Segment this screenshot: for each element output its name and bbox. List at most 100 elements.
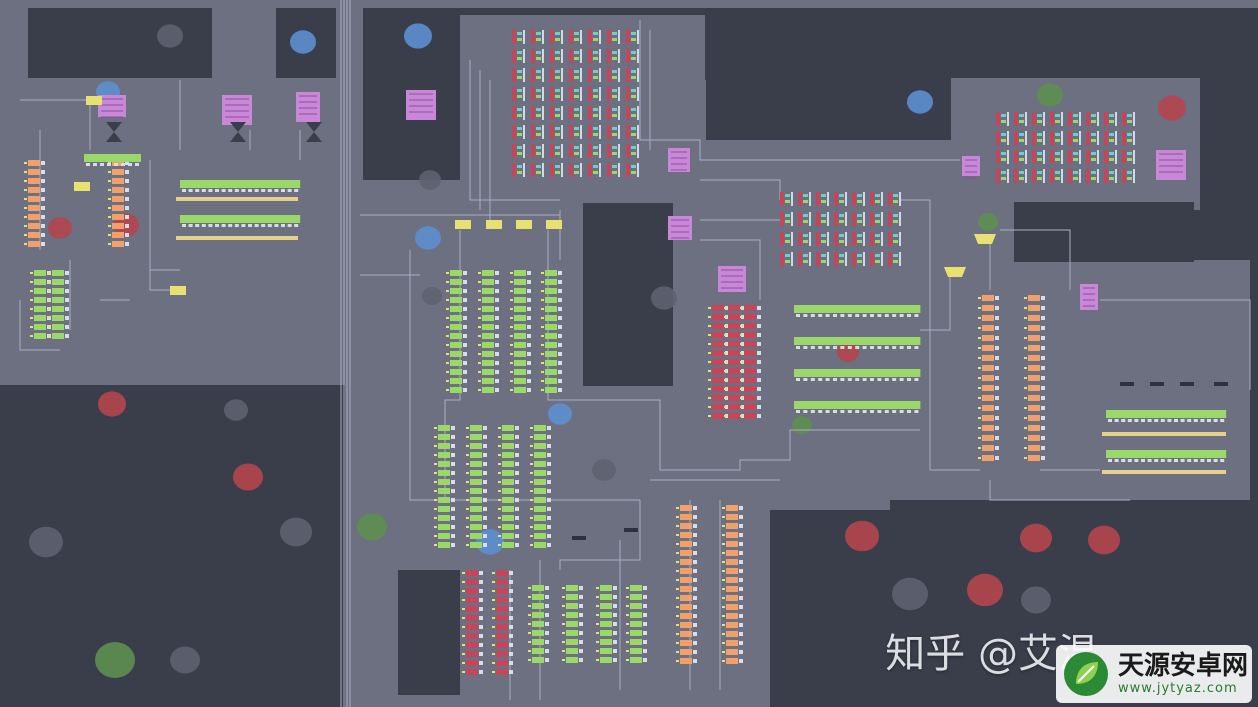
memory-array-cell: [612, 38, 617, 41]
memory-array-center-cell: [857, 220, 862, 223]
logic-column-gate: [470, 488, 482, 494]
adder-column-gate: [726, 640, 738, 646]
memory-array-center-cell: [839, 220, 844, 223]
memory-array-cell: [580, 68, 582, 82]
logic-row-gate: [899, 314, 904, 317]
logic-row-gate: [831, 369, 839, 377]
logic-column-gate: [643, 595, 647, 599]
adder-column-gate: [108, 243, 111, 245]
adder-column-gate: [125, 170, 129, 174]
register-column-gate: [492, 635, 495, 637]
memory-array-cell: [593, 70, 598, 73]
logic-column-gate: [482, 333, 494, 339]
logic-column-gate: [30, 326, 33, 328]
adder-column-gate: [1041, 456, 1045, 460]
logic-column-gate: [438, 479, 450, 485]
input-pad: [546, 220, 562, 229]
logic-column-gate: [566, 621, 578, 627]
memory-array-cell: [542, 49, 544, 63]
adder-column-gate: [995, 376, 999, 380]
memory-array-cell: [618, 68, 620, 82]
logic-column-gate: [438, 524, 450, 530]
memory-array-cell: [536, 146, 541, 149]
adder-column-gate: [112, 223, 124, 229]
logic-row-gate: [890, 369, 899, 377]
adder-column-gate: [982, 385, 994, 391]
logic-column-gate: [65, 316, 69, 320]
logic-row-gate: [882, 337, 891, 345]
adder-column-gate: [726, 631, 738, 637]
background-blob: [1020, 523, 1052, 553]
register-column-gate: [724, 334, 727, 336]
logic-column-gate: [446, 299, 449, 301]
logic-column-gate: [558, 289, 562, 293]
adder-column-gate: [978, 357, 981, 359]
logic-column-gate: [541, 335, 544, 337]
memory-array-east-cell: [1037, 120, 1042, 123]
adder-column-gate: [995, 416, 999, 420]
logic-column-gate: [545, 640, 549, 644]
logic-column-gate: [510, 281, 513, 283]
logic-column-gate: [562, 614, 565, 616]
logic-column-gate: [514, 297, 526, 303]
adder-column-gate: [41, 215, 45, 219]
memory-array-center-cell: [893, 214, 898, 217]
adder-column-gate: [739, 596, 743, 600]
adder-column-gate: [739, 542, 743, 546]
logic-row-gate: [870, 346, 874, 349]
logic-column-gate: [466, 427, 469, 429]
logic-column-gate: [495, 370, 499, 374]
logic-column-gate: [534, 524, 546, 530]
logic-row-gate: [899, 346, 904, 349]
memory-array-east-cell: [1115, 150, 1117, 164]
register-column-gate: [712, 377, 724, 383]
adder-column-gate: [125, 161, 129, 165]
adder-column-gate: [41, 161, 45, 165]
logic-row-gate: [188, 224, 193, 227]
register-column-gate: [757, 378, 761, 382]
memory-array-cell: [631, 133, 636, 136]
register-column-gate: [496, 660, 508, 666]
logic-column-gate: [466, 436, 469, 438]
adder-column-gate: [28, 232, 40, 238]
memory-array-east-cell: [1097, 131, 1099, 145]
memory-array-cell: [555, 171, 560, 174]
adder-column-gate: [982, 355, 994, 361]
logic-row-gate: [1134, 459, 1139, 462]
logic-column-gate: [545, 360, 557, 366]
memory-array-east-cell: [1127, 171, 1132, 174]
logic-row-gate: [853, 337, 862, 345]
memory-array-center-cell: [827, 252, 829, 266]
logic-column-gate: [527, 325, 531, 329]
logic-column-gate: [30, 281, 33, 283]
memory-array-cell: [631, 51, 636, 54]
background-blob: [224, 399, 248, 421]
site-badge[interactable]: 天源安卓网 www.jytyaz.com: [1056, 645, 1252, 703]
memory-array-east-cell: [1086, 169, 1090, 183]
logic-row-gate: [232, 180, 241, 188]
register-column-gate: [496, 651, 508, 657]
memory-array-cell: [618, 49, 620, 63]
logic-column-gate: [545, 613, 549, 617]
logic-column-gate: [515, 435, 519, 439]
logic-column-gate: [466, 499, 469, 501]
memory-array-east-cell: [1037, 177, 1042, 180]
adder-column-gate: [680, 532, 692, 538]
memory-array-center-cell: [821, 214, 826, 217]
logic-row-gate: [853, 369, 862, 377]
memory-array-center-cell: [881, 212, 883, 226]
background-blob: [1158, 95, 1186, 121]
memory-array-cell: [588, 163, 592, 177]
memory-array-cell: [536, 127, 541, 130]
logic-column-gate: [446, 326, 449, 328]
logic-row-gate: [267, 224, 272, 227]
logic-column-gate: [515, 498, 519, 502]
logic-column-gate: [470, 479, 482, 485]
connector-bar: [1150, 382, 1164, 386]
adder-column-gate: [1024, 447, 1027, 449]
memory-array-east-cell: [1122, 112, 1126, 126]
memory-array-center-cell: [827, 232, 829, 246]
adder-column-gate: [982, 425, 994, 431]
register-column-gate: [509, 652, 513, 656]
logic-column-gate: [630, 630, 642, 636]
